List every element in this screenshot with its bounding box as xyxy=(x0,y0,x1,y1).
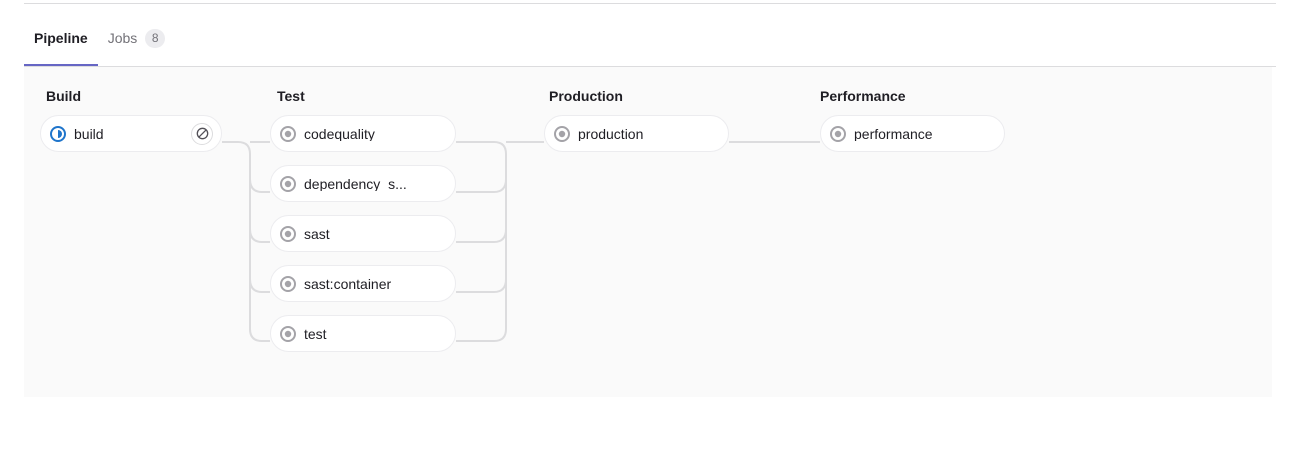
job-cancel-button-build[interactable] xyxy=(191,122,213,145)
job-name-production: production xyxy=(578,126,644,141)
stage-jobs-build: build xyxy=(40,115,222,152)
job-name-sast: sast xyxy=(304,226,330,241)
stage-jobs-performance: performance xyxy=(820,115,1005,152)
cancel-icon xyxy=(196,127,208,140)
job-name-performance: performance xyxy=(854,126,933,141)
stage-title-performance: Performance xyxy=(820,88,906,104)
job-node-performance[interactable]: performance xyxy=(820,115,1005,152)
pipeline-graph: Build build xyxy=(24,67,1272,397)
status-created-icon xyxy=(280,325,296,342)
status-running-icon xyxy=(50,125,66,142)
tab-jobs-count-badge: 8 xyxy=(145,28,166,48)
status-created-icon xyxy=(280,225,296,242)
job-name-sast-container: sast:container xyxy=(304,276,392,291)
stage-title-production: Production xyxy=(549,88,623,104)
stage-title-test: Test xyxy=(277,88,305,104)
stage-jobs-production: production xyxy=(544,115,729,152)
job-node-dependency-scanning[interactable]: dependency_s... xyxy=(270,165,456,202)
stage-jobs-test: codequality dependency_s... xyxy=(270,115,456,352)
tab-pipeline-label: Pipeline xyxy=(34,30,88,46)
stage-title-build: Build xyxy=(46,88,81,104)
job-node-build[interactable]: build xyxy=(40,115,222,152)
job-node-test[interactable]: test xyxy=(270,315,456,352)
status-created-icon xyxy=(280,125,296,142)
job-name-codequality: codequality xyxy=(304,126,375,141)
tab-pipeline[interactable]: Pipeline xyxy=(24,22,98,66)
job-name-test: test xyxy=(304,326,327,341)
pipeline-graph-panel: Build build xyxy=(24,67,1272,397)
status-created-icon xyxy=(554,125,570,142)
top-divider xyxy=(24,3,1276,4)
status-created-icon xyxy=(280,275,296,292)
job-name-dependency-scanning: dependency_s... xyxy=(304,176,407,191)
tab-jobs-label: Jobs xyxy=(107,30,138,46)
job-node-production[interactable]: production xyxy=(544,115,729,152)
job-node-sast-container[interactable]: sast:container xyxy=(270,265,456,302)
job-node-sast[interactable]: sast xyxy=(270,215,456,252)
pipeline-tab-bar: Pipeline Jobs 8 xyxy=(24,22,1276,67)
tab-jobs[interactable]: Jobs 8 xyxy=(98,22,176,66)
job-node-codequality[interactable]: codequality xyxy=(270,115,456,152)
status-created-icon xyxy=(280,175,296,192)
status-created-icon xyxy=(830,125,846,142)
job-name-build: build xyxy=(74,126,104,141)
